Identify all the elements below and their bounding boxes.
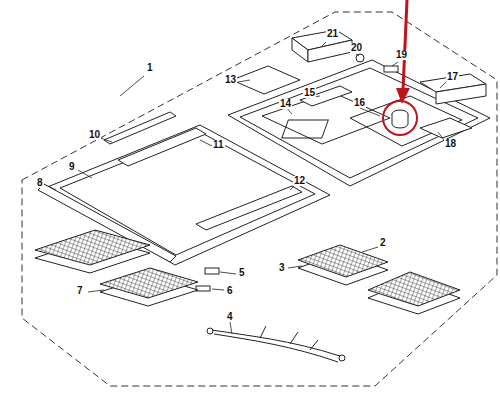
- callout-number: 4: [226, 312, 234, 322]
- grilles: [35, 230, 460, 306]
- callout-number: 7: [76, 286, 84, 296]
- callout-number: 18: [444, 139, 457, 149]
- callout-number: 15: [303, 88, 316, 98]
- callout-number: 8: [36, 178, 44, 188]
- callout-number: 13: [224, 75, 237, 85]
- callout-number: 21: [326, 29, 339, 39]
- callout-number: 9: [68, 162, 76, 172]
- highlight-arrow: [396, 0, 410, 104]
- callout-number: 10: [88, 130, 101, 140]
- callout-number: 14: [279, 99, 292, 109]
- assembly-outline: [22, 12, 497, 386]
- parts: [35, 30, 490, 314]
- callout-number: 2: [379, 238, 387, 248]
- callout-number: 11: [212, 140, 225, 150]
- cable-harness: [207, 326, 345, 362]
- callout-number: 1: [146, 63, 154, 73]
- callout-number: 5: [238, 268, 246, 278]
- callout-number: 19: [395, 50, 408, 60]
- callout-number: 16: [353, 98, 366, 108]
- callout-number: 17: [446, 72, 459, 82]
- callout-number: 12: [293, 176, 306, 186]
- callout-number: 6: [226, 286, 234, 296]
- highlight-circle: [383, 101, 417, 135]
- callout-number: 3: [278, 263, 286, 273]
- callout-number: 20: [350, 43, 363, 53]
- leader-lines: [48, 42, 446, 334]
